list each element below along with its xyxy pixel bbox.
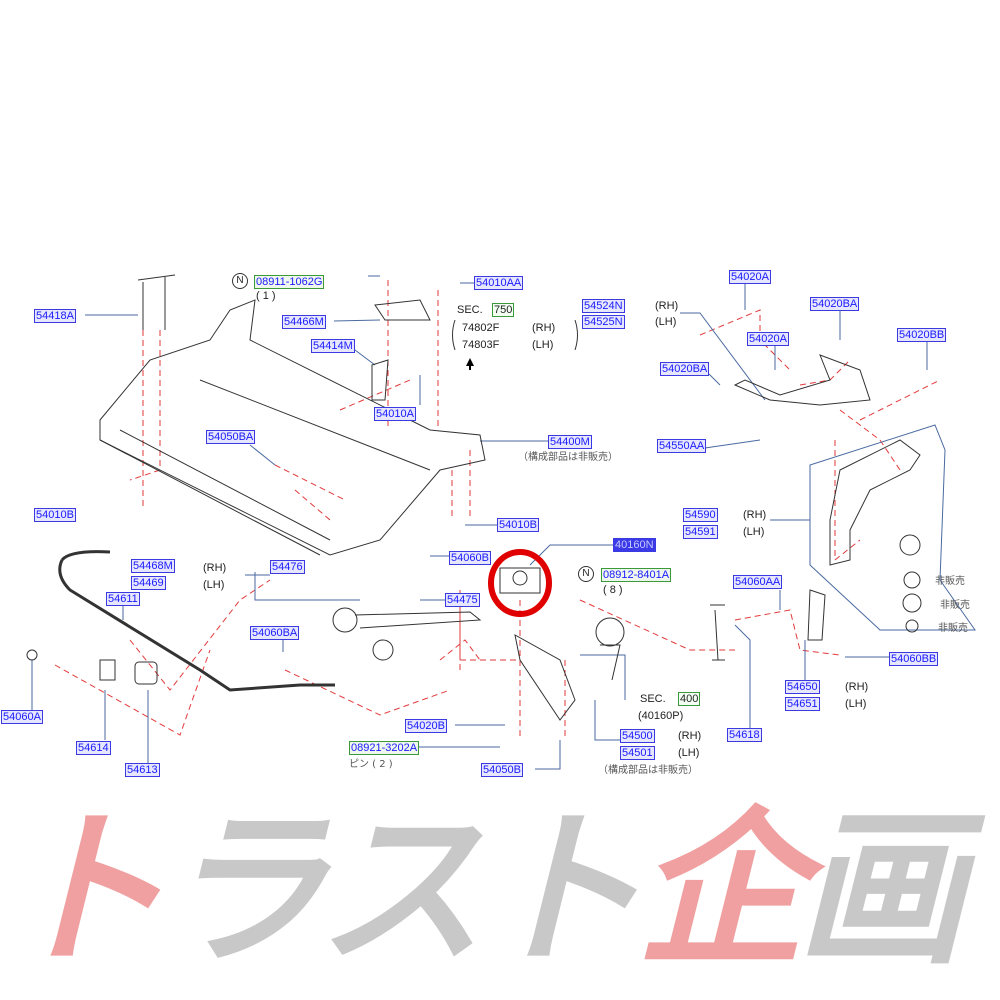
- watermark-char: ト: [476, 792, 645, 988]
- watermark-logo: トラスト企画: [0, 790, 1000, 990]
- not-sold-note: 非販売: [940, 600, 970, 611]
- part-label-54618[interactable]: 54618: [727, 728, 762, 742]
- part-label-54614[interactable]: 54614: [76, 741, 111, 755]
- rh-note: (RH): [678, 730, 702, 742]
- part-label-54020A[interactable]: 54020A: [729, 270, 771, 284]
- part-outlines: [26, 274, 922, 721]
- part-label-54524N[interactable]: 54524N: [582, 299, 625, 313]
- watermark-char: 画: [796, 792, 965, 988]
- part-label-54469[interactable]: 54469: [131, 576, 166, 590]
- part-label-54476[interactable]: 54476: [270, 560, 305, 574]
- lh-note: (LH): [845, 698, 867, 710]
- part-label-54020A[interactable]: 54020A: [747, 332, 789, 346]
- quantity-note: ( 8 ): [603, 584, 623, 596]
- part-label-54650[interactable]: 54650: [785, 680, 820, 694]
- part-label-54525N[interactable]: 54525N: [582, 315, 625, 329]
- lh-note: (LH): [678, 747, 700, 759]
- part-label-54475[interactable]: 54475: [445, 593, 480, 607]
- lh-note: (LH): [532, 339, 554, 351]
- part-label-54500[interactable]: 54500: [620, 729, 655, 743]
- section-ref-label: SEC.: [457, 304, 483, 316]
- lh-note: (LH): [743, 526, 765, 538]
- rh-note: (RH): [655, 300, 679, 312]
- not-sold-note: 非販売: [938, 623, 968, 634]
- part-label-54414M[interactable]: 54414M: [311, 339, 355, 353]
- part-label-54010A[interactable]: 54010A: [374, 407, 416, 421]
- part-label-54501[interactable]: 54501: [620, 746, 655, 760]
- rh-note: (RH): [743, 509, 767, 521]
- new-part-mark: N: [578, 566, 594, 582]
- part-label-54020BA[interactable]: 54020BA: [810, 297, 860, 311]
- rh-note: (RH): [203, 562, 227, 574]
- part-label-54651[interactable]: 54651: [785, 697, 820, 711]
- steering-arm: [514, 634, 576, 721]
- section-ref-400-link[interactable]: 400: [678, 692, 701, 706]
- part-label-54468M[interactable]: 54468M: [131, 559, 175, 573]
- part-label-54010B[interactable]: 54010B: [497, 518, 539, 532]
- part-label-54550AA[interactable]: 54550AA: [657, 439, 707, 453]
- knuckle: [829, 439, 921, 566]
- part-label-54020BA[interactable]: 54020BA: [660, 362, 710, 376]
- part-label-08912-8401A[interactable]: 08912-8401A: [601, 568, 672, 582]
- not-sold-assembly-note: （構成部品は非販売）: [598, 765, 698, 776]
- upper-arm: [733, 354, 871, 406]
- part-label-54466M[interactable]: 54466M: [282, 315, 326, 329]
- leader-lines: [31, 275, 976, 770]
- not-sold-assembly-note: （構成部品は非販売）: [518, 452, 618, 463]
- part-label-54060B[interactable]: 54060B: [449, 551, 491, 565]
- watermark-char: ス: [316, 792, 485, 988]
- part-label-54010B[interactable]: 54010B: [34, 508, 76, 522]
- part-label-54400M[interactable]: 54400M: [548, 435, 592, 449]
- part-label-08911-1062G[interactable]: 08911-1062G: [254, 275, 325, 289]
- lh-note: (LH): [203, 579, 225, 591]
- part-label-54591[interactable]: 54591: [683, 525, 718, 539]
- part-label-54020B[interactable]: 54020B: [405, 719, 447, 733]
- section-ref-750-link[interactable]: 750: [492, 303, 515, 317]
- part-label-40160N-selected[interactable]: 40160N: [613, 538, 656, 552]
- part-label-54611[interactable]: 54611: [106, 592, 140, 606]
- rh-note: (RH): [845, 681, 869, 693]
- stabilizer-bar: [58, 559, 335, 692]
- highlight-circle: [488, 549, 552, 617]
- part-label-54060BA[interactable]: 54060BA: [250, 626, 300, 640]
- section-ref-label: SEC.: [640, 693, 666, 705]
- part-label-54060A[interactable]: 54060A: [1, 710, 43, 724]
- watermark-char: ラ: [160, 792, 325, 988]
- new-part-mark: N: [232, 273, 248, 289]
- lh-note: (LH): [655, 316, 677, 328]
- part-label-54020BB[interactable]: 54020BB: [897, 328, 947, 342]
- part-74803F: 74803F: [462, 339, 500, 351]
- subframe-outline: [99, 299, 486, 556]
- part-74802F: 74802F: [462, 322, 500, 334]
- part-label-08921-3202A[interactable]: 08921-3202A: [349, 741, 420, 755]
- part-40160P: (40160P): [638, 710, 684, 722]
- part-label-54060AA[interactable]: 54060AA: [733, 575, 783, 589]
- part-label-54060BB[interactable]: 54060BB: [889, 652, 939, 666]
- part-label-54050B[interactable]: 54050B: [481, 763, 523, 777]
- rh-note: (RH): [532, 322, 556, 334]
- part-label-54010AA[interactable]: 54010AA: [474, 276, 524, 290]
- watermark-char: 企: [636, 792, 805, 988]
- quantity-note: ( 1 ): [256, 290, 276, 302]
- part-label-54590[interactable]: 54590: [683, 508, 718, 522]
- watermark-char: ト: [0, 792, 168, 988]
- part-label-54613[interactable]: 54613: [125, 763, 160, 777]
- part-label-54050BA[interactable]: 54050BA: [206, 430, 256, 444]
- not-sold-note: 非販売: [935, 576, 965, 587]
- pin-quantity-note: ピン ( 2 ): [349, 759, 393, 770]
- part-label-54418A[interactable]: 54418A: [34, 309, 76, 323]
